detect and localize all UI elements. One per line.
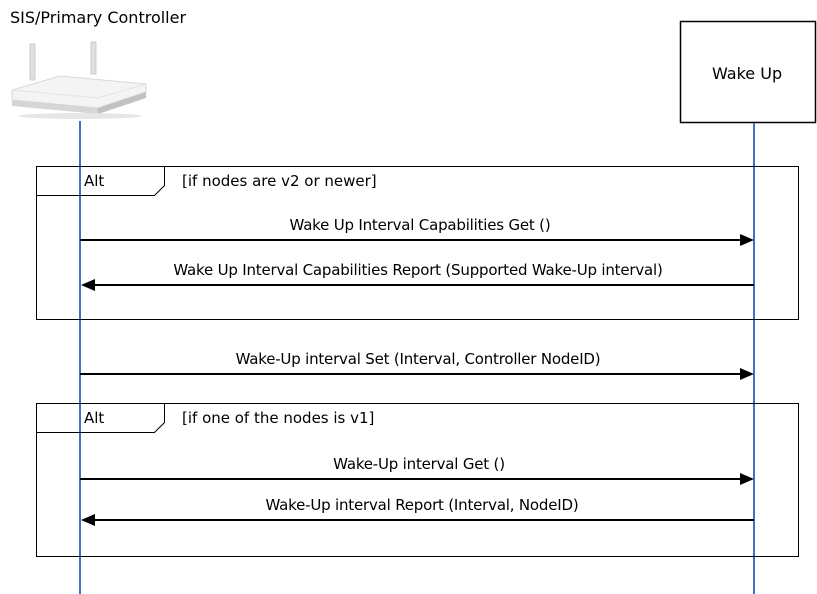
message-arrow-3: [80, 368, 754, 380]
message-arrow-2: [81, 279, 754, 291]
message-label-3: Wake-Up interval Set (Interval, Controll…: [235, 350, 601, 368]
message-arrow-4: [80, 473, 754, 485]
wakeup-participant-label: Wake Up: [712, 64, 783, 83]
alt-fragment-1: [36, 166, 799, 320]
alt-guard-label-2: [if one of the nodes is v1]: [182, 409, 375, 427]
message-label-4: Wake-Up interval Get (): [333, 455, 505, 473]
message-label-2: Wake Up Interval Capabilities Report (Su…: [173, 261, 663, 279]
alt-operator-label-2: Alt: [84, 409, 105, 427]
message-arrow-1: [80, 234, 754, 246]
alt-guard-label-1: [if nodes are v2 or newer]: [182, 172, 377, 190]
message-label-1: Wake Up Interval Capabilities Get (): [289, 216, 551, 234]
message-arrow-5: [81, 514, 754, 526]
router-icon: [11, 41, 147, 119]
alt-fragment-2: [36, 403, 799, 557]
alt-operator-label-1: Alt: [84, 172, 105, 190]
message-label-5: Wake-Up interval Report (Interval, NodeI…: [265, 496, 579, 514]
controller-participant-label: SIS/Primary Controller: [10, 8, 187, 27]
wakeup-participant-box: [679, 20, 817, 124]
